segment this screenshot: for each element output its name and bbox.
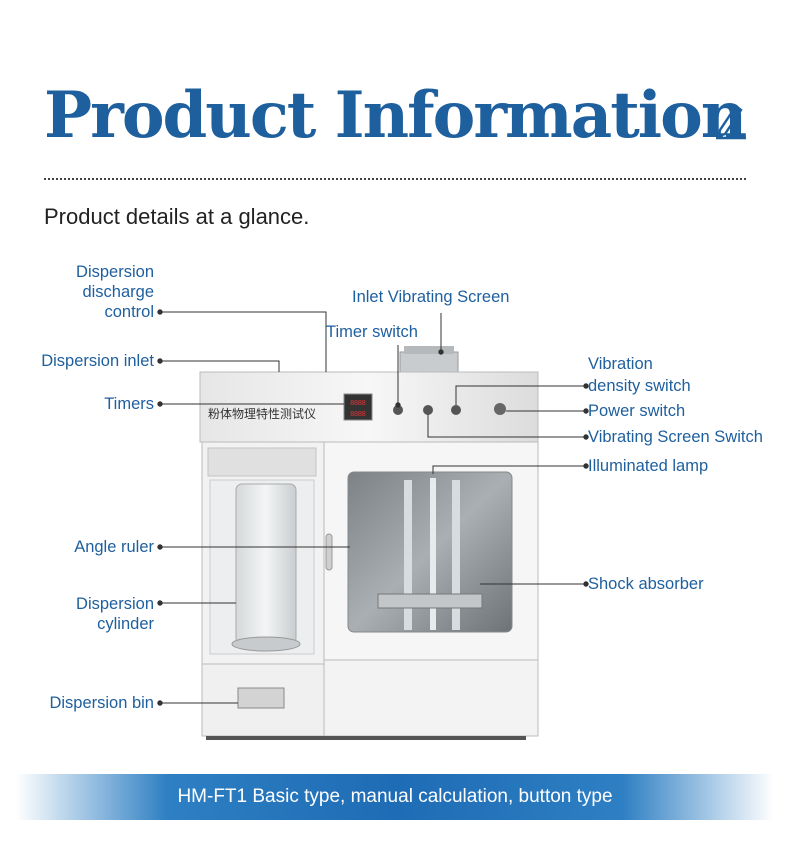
footer-banner: HM-FT1 Basic type, manual calculation, b… [16,774,774,820]
label-timers: Timers [104,395,154,413]
label-dispersion-discharge-control: Dispersion discharge control [76,263,154,321]
label-dispersion-bin: Dispersion bin [49,694,154,712]
label-dispersion-cylinder: Dispersion cylinder [76,595,154,633]
label-vibrating-screen-switch: Vibrating Screen Switch [588,428,763,446]
timer-display-1: 8888 [350,400,366,407]
footer-text: HM-FT1 Basic type, manual calculation, b… [177,786,613,807]
label-inlet-vibrating-screen: Inlet Vibrating Screen [352,288,510,306]
subtitle: Product details at a glance. [44,204,310,229]
pencil-edit-icon [716,104,746,140]
label-angle-ruler: Angle ruler [74,538,154,556]
label-vibration-density-switch: Vibration density switch [588,355,691,395]
dotted-divider [44,178,746,180]
label-illuminated-lamp: Illuminated lamp [588,457,709,475]
page-title: Product Information [44,78,747,153]
panel-label: 粉体物理特性测试仪 [208,406,316,421]
timer-display-2: 8888 [350,411,366,418]
label-timer-switch: Timer switch [326,323,418,341]
label-dispersion-inlet: Dispersion inlet [41,352,154,370]
label-shock-absorber: Shock absorber [588,575,704,593]
label-power-switch: Power switch [588,402,686,420]
